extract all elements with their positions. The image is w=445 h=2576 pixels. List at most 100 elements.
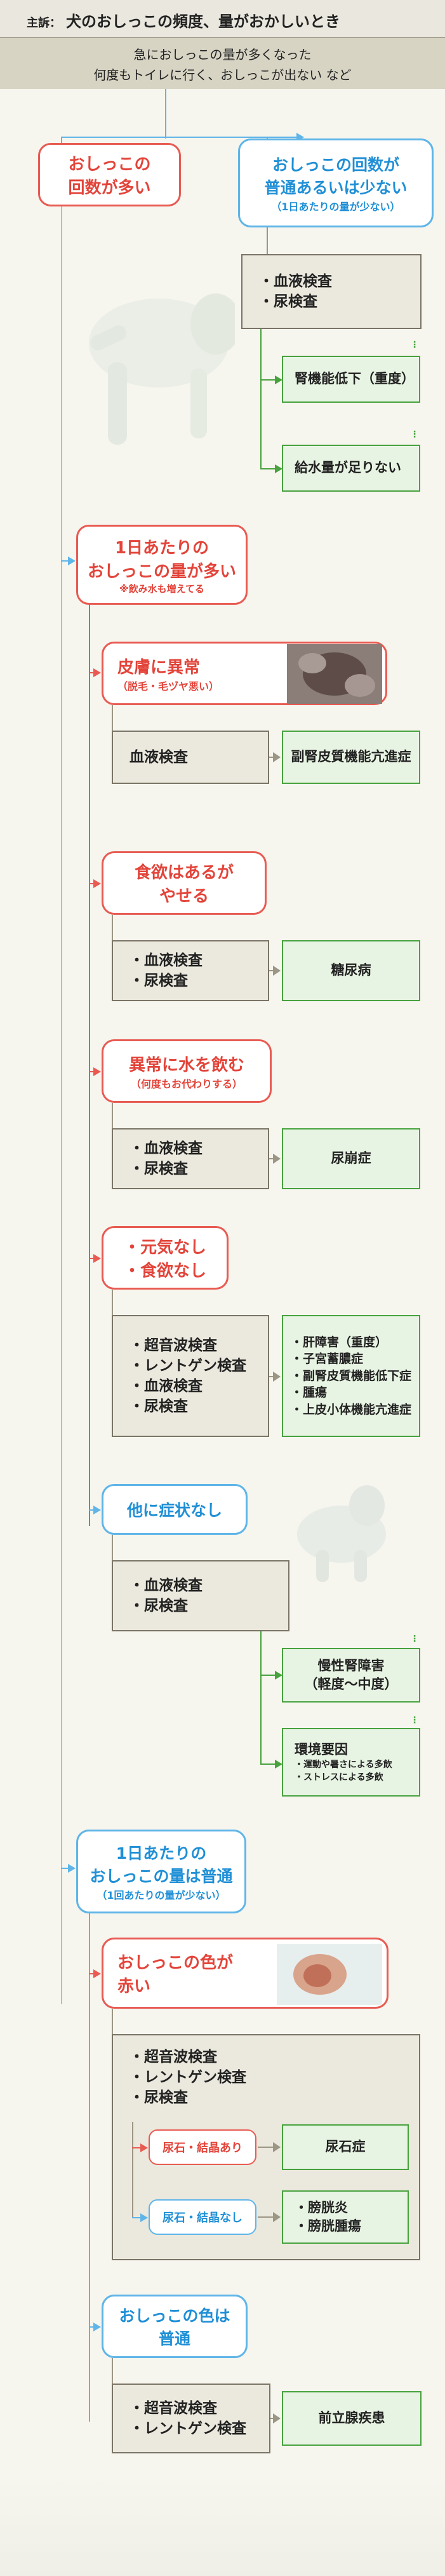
- connector: [61, 137, 62, 143]
- test-item: ・尿検査: [259, 293, 317, 310]
- box-line: ・元気なし: [123, 1238, 206, 1257]
- connector: [89, 1969, 101, 1978]
- connector: [260, 464, 282, 473]
- sparkle-icon: ⋮: [410, 1715, 419, 1725]
- arrow: [258, 2212, 281, 2222]
- arrow: [269, 752, 281, 762]
- connector: [132, 2213, 148, 2222]
- result-item: ・ストレスによる多飲: [295, 1772, 383, 1783]
- box-line: 回数が多い: [68, 179, 151, 198]
- result-item: ・肝障害（重度）: [291, 1335, 388, 1349]
- result-environmental: 環境要因 ・運動や暑さによる多飲 ・ストレスによる多飲: [282, 1728, 420, 1797]
- appetite-weight-loss-box: 食欲はあるが やせる: [102, 851, 267, 915]
- frequent-urination-box: おしっこの 回数が多い: [38, 143, 181, 206]
- header-label: 主訴：: [27, 17, 61, 30]
- dog-urinating-image: [89, 293, 235, 445]
- result-diabetes-insipidus: 尿崩症: [282, 1128, 420, 1189]
- stone-absent-results: ・膀胱炎 ・膀胱腫瘍: [282, 2190, 409, 2244]
- box-line: 普通: [158, 2330, 190, 2348]
- box-sub: （脱毛・毛ヅヤ悪い）: [117, 680, 220, 692]
- box-line: おしっこの量は普通: [90, 1867, 233, 1885]
- normal-color-tests-box: ・超音波検査・レントゲン検査: [112, 2384, 270, 2453]
- header-title-bar: 主訴：犬のおしっこの頻度、量がおかしいとき: [0, 0, 445, 38]
- test-item: ・血液検査: [130, 1378, 203, 1394]
- connector: [61, 556, 76, 565]
- connector: [89, 1506, 101, 1514]
- arrow: [269, 966, 281, 976]
- arrow: [258, 2142, 281, 2152]
- skin-abnormal-box: 皮膚に異常 （脱毛・毛ヅヤ悪い）: [102, 642, 387, 705]
- connector: [132, 2143, 148, 2152]
- sparkle-icon: ⋮: [410, 1634, 419, 1644]
- box-line: やせる: [159, 887, 209, 906]
- red-urine-photo: [277, 1944, 382, 2005]
- normal-color-box: おしっこの色は 普通: [102, 2295, 248, 2358]
- box-line: おしっこの色が: [117, 1953, 234, 1972]
- result-kidney-severe: 腎機能低下（重度）: [282, 356, 420, 403]
- weak-results-box: ・肝障害（重度） ・子宮蓄膿症 ・副腎皮質機能低下症 ・腫瘍 ・上皮小体機能亢進…: [282, 1315, 420, 1437]
- result-item: ・上皮小体機能亢進症: [291, 1402, 412, 1417]
- connector: [89, 879, 101, 888]
- arrow: [269, 1154, 281, 1164]
- connector: [260, 1671, 282, 1680]
- result-water-shortage: 給水量が足りない: [282, 445, 420, 492]
- connector: [260, 1760, 282, 1769]
- test-item: ・超音波検査: [130, 1337, 217, 1354]
- result-item: ・腫瘍: [291, 1386, 328, 1400]
- box-line: 普通あるいは少ない: [264, 179, 408, 197]
- normal-volume-box: 1日あたりの おしっこの量は普通 （1回あたりの量が少ない）: [76, 1830, 246, 1913]
- test-item: ・尿検査: [130, 973, 188, 989]
- tests-box: ・血液検査 ・尿検査: [241, 254, 422, 329]
- connector: [112, 2358, 113, 2384]
- excessive-drinking-box: 異常に水を飲む （何度もお代わりする）: [102, 1039, 272, 1103]
- connector: [89, 668, 101, 677]
- result-prostate: 前立腺疾患: [282, 2391, 422, 2446]
- result-item: ・子宮蓄膿症: [291, 1352, 364, 1366]
- test-item: ・超音波検査: [130, 2049, 217, 2065]
- result-item: ・運動や暑さによる多飲: [295, 1760, 392, 1770]
- lethargy-anorexia-box: ・元気なし ・食欲なし: [102, 1226, 229, 1290]
- weak-tests-box: ・超音波検査 ・レントゲン検査 ・血液検査 ・尿検査: [112, 1315, 269, 1437]
- box-line: 他に症状なし: [126, 1501, 222, 1520]
- connector: [112, 915, 113, 940]
- result-item: ・副腎皮質機能低下症: [291, 1368, 412, 1383]
- connector: [89, 1254, 101, 1263]
- result-title: 環境要因: [295, 1741, 348, 1757]
- skin-test-box: 血液検査: [112, 731, 269, 784]
- result-line: 慢性腎障害: [317, 1657, 385, 1673]
- appetite-tests-box: ・血液検査・尿検査: [112, 940, 269, 1001]
- result-chronic-kidney: 慢性腎障害 （軽度〜中度）: [282, 1648, 420, 1703]
- result-urolithiasis: 尿石症: [282, 2124, 409, 2170]
- main-branch-line: [61, 206, 62, 2004]
- result-cushing: 副腎皮質機能亢進症: [282, 731, 420, 784]
- box-line: 赤い: [117, 1977, 151, 1996]
- header-line-1: 急におしっこの量が多くなった: [133, 47, 312, 62]
- box-line: おしっこの: [68, 155, 151, 174]
- arrow: [270, 2413, 281, 2424]
- no-other-symptoms-box: 他に症状なし: [102, 1484, 248, 1535]
- box-line: 1日あたりの: [116, 1844, 207, 1863]
- connector: [61, 133, 304, 142]
- sparkle-icon: ⋮: [410, 340, 419, 350]
- test-item: ・血液検査: [259, 273, 332, 290]
- test-item: ・血液検査: [130, 1577, 203, 1594]
- box-line: おしっこの色は: [119, 2307, 230, 2325]
- box-line: 皮膚に異常: [117, 657, 201, 677]
- test-item: ・レントゲン検査: [130, 1357, 246, 1374]
- normal-volume-branch-line: [89, 1913, 90, 2422]
- test-item: ・尿検査: [130, 1598, 188, 1614]
- connector: [165, 89, 166, 138]
- test-item: ・尿検査: [130, 2089, 188, 2107]
- test-item: ・尿検査: [130, 1161, 188, 1177]
- test-item: ・レントゲン検査: [130, 2420, 246, 2437]
- connector: [112, 2009, 113, 2034]
- box-sub: （何度もお代わりする）: [130, 1077, 242, 1090]
- test-item: ・血液検査: [130, 1140, 203, 1157]
- box-line: ・食欲なし: [123, 1262, 206, 1281]
- box-line: おしっこの量が多い: [87, 562, 236, 581]
- connector: [61, 1864, 76, 1873]
- box-line: 1日あたりの: [114, 538, 209, 558]
- connector: [132, 2122, 133, 2217]
- connector: [112, 1290, 113, 1315]
- test-item: ・超音波検査: [130, 2399, 217, 2417]
